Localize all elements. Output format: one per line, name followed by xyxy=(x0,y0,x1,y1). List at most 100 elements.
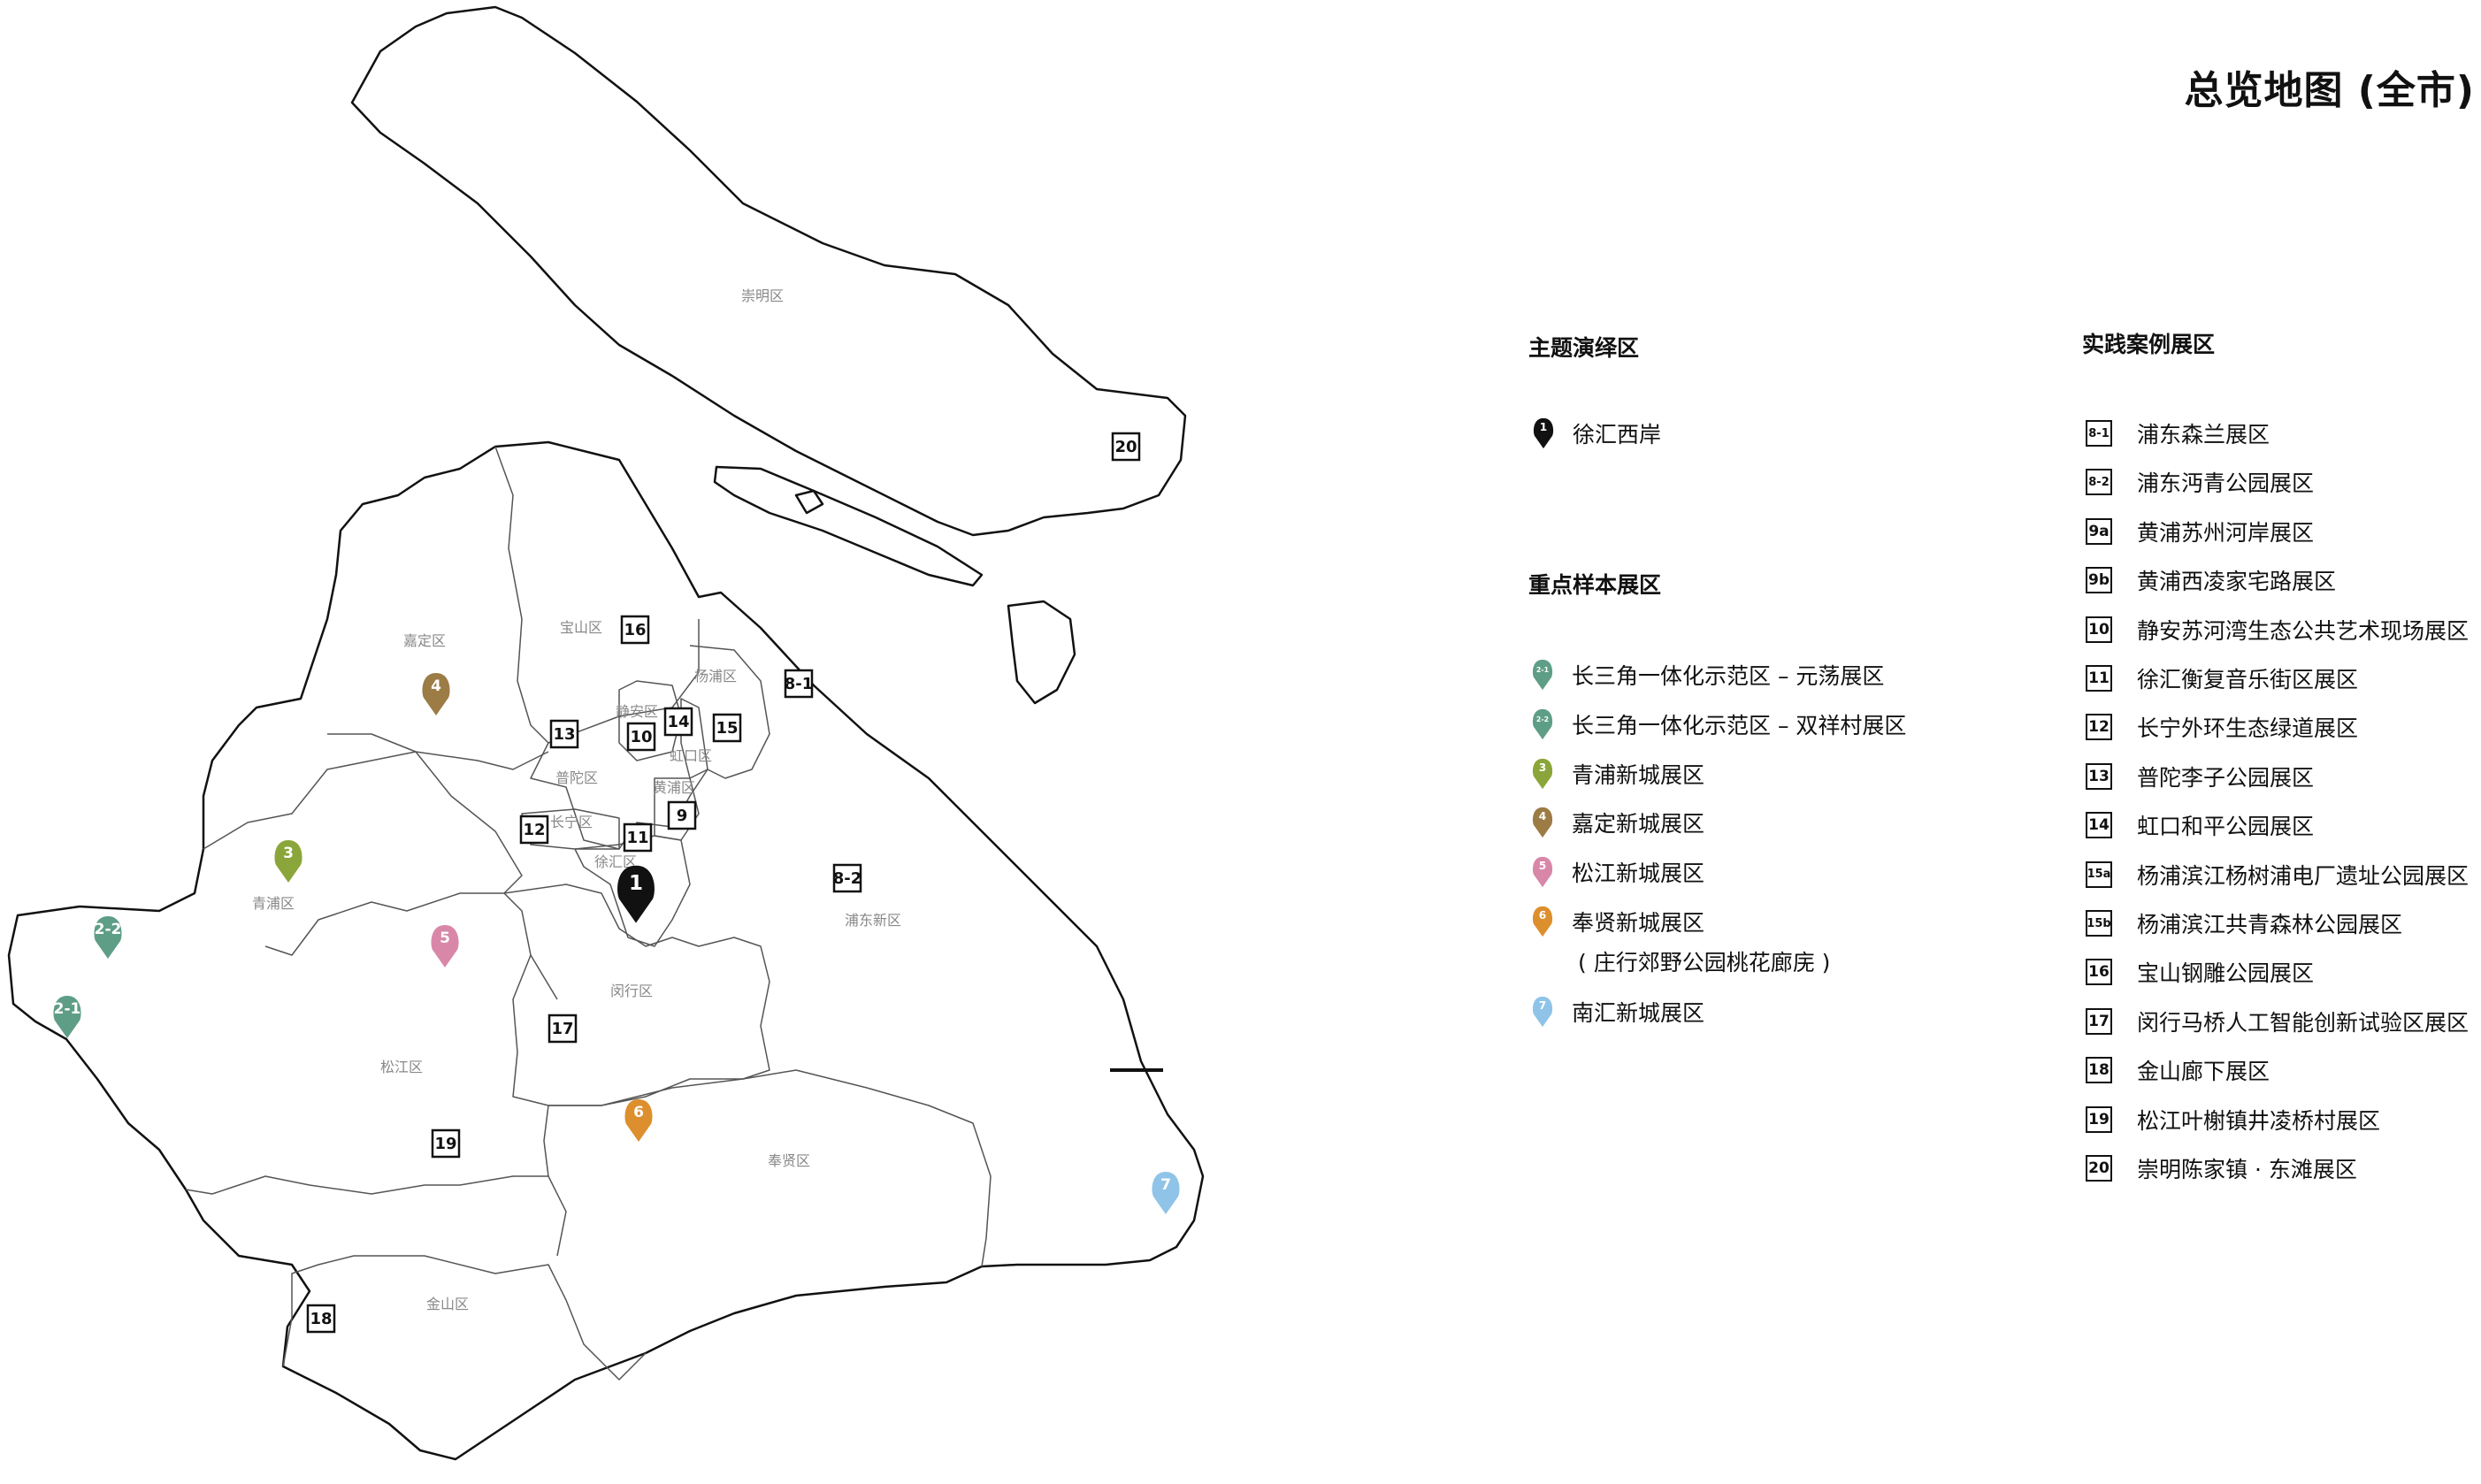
map-pin-marker[interactable]: 7 xyxy=(1152,1172,1180,1214)
svg-text:3: 3 xyxy=(1539,761,1546,774)
map-pin-marker[interactable]: 2-1 xyxy=(53,996,81,1038)
map-square-marker[interactable]: 13 xyxy=(549,719,579,749)
legend-label: 松江叶榭镇井凌桥村展区 xyxy=(2137,1107,2381,1134)
border-fengxian xyxy=(548,1069,992,1267)
legend-label: 闵行马桥人工智能创新试验区展区 xyxy=(2137,1009,2470,1036)
square-marker-icon: 8-2 xyxy=(2086,469,2112,496)
map-square-marker[interactable]: 16 xyxy=(620,615,650,645)
svg-text:11: 11 xyxy=(626,829,648,847)
legend-label: 南汇新城展区 xyxy=(1572,1000,1705,1026)
svg-text:6: 6 xyxy=(633,1104,644,1121)
map-pin-marker[interactable]: 3 xyxy=(274,840,302,883)
legend-item-case: 19 松江叶榭镇井凌桥村展区 xyxy=(2086,1104,2380,1136)
square-marker-icon: 20 xyxy=(2086,1155,2112,1182)
legend-item-key: 7 南汇新城展区 xyxy=(1528,994,1704,1029)
page-title: 总览地图 (全市) xyxy=(2184,68,2475,113)
svg-text:2-2: 2-2 xyxy=(95,921,122,938)
svg-text:8-2: 8-2 xyxy=(833,869,862,888)
svg-text:4: 4 xyxy=(431,677,441,695)
map-square-marker[interactable]: 10 xyxy=(626,722,656,752)
map-square-marker[interactable]: 14 xyxy=(663,707,693,737)
legend-item-case: 9b 黄浦西凌家宅路展区 xyxy=(2086,564,2336,596)
map-square-marker[interactable]: 9 xyxy=(667,800,697,830)
legend-item-key: 4 嘉定新城展区 xyxy=(1528,805,1704,840)
border-qingpu-songjiang xyxy=(264,892,558,1000)
square-marker-icon: 13 xyxy=(2086,762,2112,790)
legend-item-case: 20 崇明陈家镇 · 东滩展区 xyxy=(2086,1152,2357,1184)
district-yangpu: 杨浦区 xyxy=(694,668,737,685)
svg-text:8-1: 8-1 xyxy=(785,675,814,693)
square-marker-icon: 16 xyxy=(2086,959,2112,986)
map-square-marker[interactable]: 18 xyxy=(306,1304,336,1334)
legend-label: 黄浦西凌家宅路展区 xyxy=(2137,569,2337,595)
map-square-marker[interactable]: 11 xyxy=(623,822,653,853)
border-songjiang-south xyxy=(185,1175,567,1257)
border-minhang xyxy=(503,884,770,1106)
square-marker-icon: 9b xyxy=(2086,567,2112,594)
district-changning: 长宁区 xyxy=(550,814,593,830)
district-minhang: 闵行区 xyxy=(610,983,653,999)
map-square-marker[interactable]: 17 xyxy=(548,1014,578,1044)
pin-icon: 2-2 xyxy=(1532,708,1553,740)
district-jiading: 嘉定区 xyxy=(403,632,446,649)
changxing-island xyxy=(713,465,984,587)
legend-item-case: 16 宝山钢雕公园展区 xyxy=(2086,956,2314,988)
border-songjiang-east xyxy=(543,1105,549,1177)
pin-icon: 6 xyxy=(1532,906,1553,937)
map-pin-marker[interactable]: 5 xyxy=(431,925,459,968)
map-pin-marker[interactable]: 6 xyxy=(624,1099,653,1142)
svg-text:17: 17 xyxy=(551,1020,573,1038)
square-marker-icon: 9a xyxy=(2086,517,2112,545)
shanghai-map: 崇明区 宝山区 嘉定区 杨浦区 静安区 虹口区 普陀区 黄浦区 长宁区 徐汇区 … xyxy=(7,5,1205,1461)
square-marker-icon: 19 xyxy=(2086,1105,2112,1133)
pin-icon: 3 xyxy=(1532,758,1553,790)
pin-icon: 1 xyxy=(1533,417,1554,449)
district-putuo: 普陀区 xyxy=(555,769,598,786)
square-marker-icon: 15a xyxy=(2086,861,2112,888)
map-square-marker[interactable]: 15 xyxy=(712,713,742,743)
legend-label: 长三角一体化示范区 – 双祥村展区 xyxy=(1572,713,1907,738)
map-square-marker[interactable]: 19 xyxy=(431,1128,461,1159)
map-pin-marker[interactable]: 2-2 xyxy=(94,916,122,959)
hengsha-island xyxy=(1007,600,1076,705)
svg-text:19: 19 xyxy=(434,1135,456,1153)
svg-text:2-1: 2-1 xyxy=(54,1000,81,1018)
map-square-marker[interactable]: 20 xyxy=(1111,432,1141,462)
map-square-marker[interactable]: 12 xyxy=(519,815,549,845)
legend-label: 徐汇西岸 xyxy=(1573,422,1662,447)
case-section-title: 实践案例展区 xyxy=(2082,332,2216,357)
svg-text:1: 1 xyxy=(1540,421,1547,433)
map-square-marker[interactable]: 8-2 xyxy=(833,863,862,893)
legend-label: 虹口和平公园展区 xyxy=(2137,814,2315,840)
legend-label: 崇明陈家镇 · 东滩展区 xyxy=(2137,1157,2357,1182)
legend-label: 青浦新城展区 xyxy=(1572,762,1705,788)
legend-label: 浦东森兰展区 xyxy=(2137,422,2270,447)
legend-label: 浦东沔青公园展区 xyxy=(2137,470,2315,497)
map-pin-marker[interactable]: 1 xyxy=(617,865,655,923)
district-xuhui: 徐汇区 xyxy=(594,853,637,870)
svg-text:16: 16 xyxy=(624,621,646,639)
svg-text:15: 15 xyxy=(716,719,738,738)
legend-label: 长宁外环生态绿道展区 xyxy=(2137,715,2359,742)
legend-label: 嘉定新城展区 xyxy=(1572,811,1705,837)
legend-label: 松江新城展区 xyxy=(1572,861,1705,886)
svg-text:9: 9 xyxy=(677,807,688,825)
border-jinshan xyxy=(282,1255,647,1381)
map-pin-marker[interactable]: 4 xyxy=(422,673,450,715)
small-island xyxy=(794,489,824,515)
svg-text:10: 10 xyxy=(630,728,652,746)
pin-icon: 7 xyxy=(1532,996,1553,1028)
legend-label: 杨浦滨江共青森林公园展区 xyxy=(2137,912,2403,937)
legend-label: 宝山钢雕公园展区 xyxy=(2137,960,2315,987)
district-qingpu: 青浦区 xyxy=(252,895,295,912)
pin-icon: 4 xyxy=(1532,807,1553,838)
map-square-marker[interactable]: 8-1 xyxy=(785,669,814,699)
theme-section-title: 主题演绎区 xyxy=(1528,335,1640,361)
